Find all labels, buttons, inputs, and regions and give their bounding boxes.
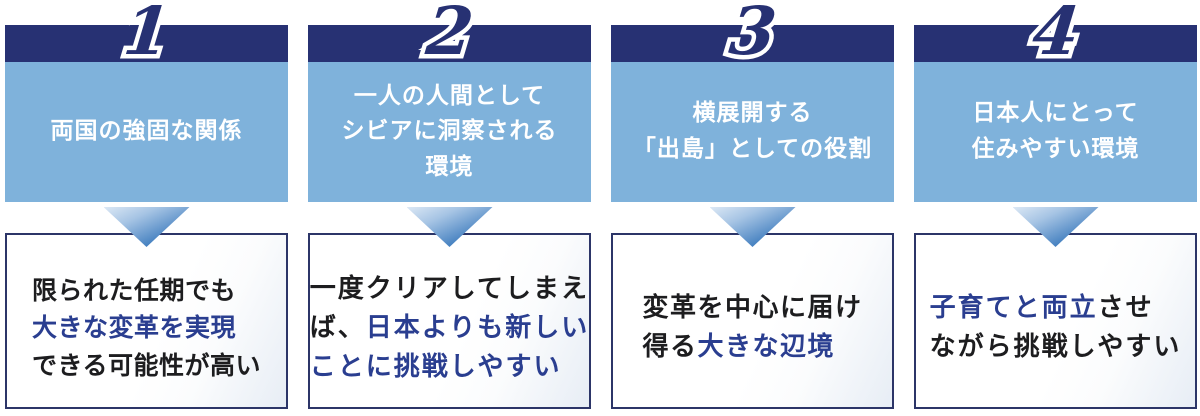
body-text-emphasis: 大きな変革を実現 bbox=[31, 313, 236, 343]
header-line: 横展開する bbox=[692, 100, 813, 127]
body-line: 得る大きな辺境 bbox=[642, 328, 862, 367]
header-line: 両国の強固な関係 bbox=[50, 118, 243, 145]
body-text-emphasis: 大きな辺境 bbox=[697, 332, 836, 362]
body-text: させ bbox=[1097, 293, 1154, 323]
column-body: 一度クリアしてしまえば、日本よりも新しいことに挑戦しやすい bbox=[308, 233, 591, 409]
body-text: 一度クリアしてしまえ bbox=[309, 273, 589, 304]
body-line: ながら挑戦しやすい bbox=[930, 328, 1182, 367]
header-line: 一人の人間として bbox=[353, 82, 546, 109]
column-number: 3 bbox=[725, 0, 779, 70]
header-line: 「出島」としての役割 bbox=[632, 136, 873, 162]
column-header: 一人の人間としてシビアに洞察される環境 bbox=[308, 62, 591, 202]
column-body: 限られた任期でも大きな変革を実現できる可能性が高い bbox=[5, 233, 288, 409]
column-header: 日本人にとって住みやすい環境 bbox=[914, 62, 1197, 202]
body-text: 限られた任期でも bbox=[31, 275, 236, 305]
column-body: 子育てと両立させながら挑戦しやすい bbox=[914, 233, 1197, 409]
body-line: 変革を中心に届け bbox=[642, 289, 862, 328]
body-text-emphasis: 子育てと両立 bbox=[929, 293, 1098, 323]
column-header: 両国の強固な関係 bbox=[5, 62, 288, 202]
body-text-block: 限られた任期でも大きな変革を実現できる可能性が高い bbox=[32, 272, 261, 385]
body-line: 限られた任期でも bbox=[32, 272, 261, 310]
body-line: 子育てと両立させ bbox=[930, 289, 1182, 328]
body-line: ば、日本よりも新しい bbox=[310, 309, 590, 348]
body-text-block: 子育てと両立させながら挑戦しやすい bbox=[930, 289, 1182, 367]
body-line: 一度クリアしてしまえ bbox=[310, 270, 590, 309]
header-line: 日本人にとって bbox=[972, 100, 1139, 127]
header-line: シビアに洞察される bbox=[341, 118, 558, 145]
column-number: 4 bbox=[1028, 0, 1082, 70]
body-text-block: 一度クリアしてしまえば、日本よりも新しいことに挑戦しやすい bbox=[310, 270, 590, 387]
body-text: ながら挑戦しやすい bbox=[929, 332, 1182, 362]
header-line: 住みやすい環境 bbox=[971, 136, 1140, 162]
body-text: できる可能性が高い bbox=[31, 350, 261, 380]
body-line: ことに挑戦しやすい bbox=[310, 348, 590, 387]
body-text: 得る bbox=[642, 332, 698, 362]
column-number: 2 bbox=[422, 0, 476, 70]
column-header: 横展開する「出島」としての役割 bbox=[611, 62, 894, 202]
header-line: 環境 bbox=[425, 153, 474, 180]
body-text: ば、 bbox=[309, 312, 366, 343]
body-line: できる可能性が高い bbox=[32, 347, 261, 385]
body-text: 変革を中心に届け bbox=[642, 293, 863, 323]
column-number: 1 bbox=[119, 0, 173, 70]
body-text-emphasis: 日本よりも新しい bbox=[365, 312, 590, 343]
column-body: 変革を中心に届け得る大きな辺境 bbox=[611, 233, 894, 409]
body-line: 大きな変革を実現 bbox=[32, 309, 261, 347]
body-text-block: 変革を中心に届け得る大きな辺境 bbox=[642, 289, 862, 367]
body-text-emphasis: ことに挑戦しやすい bbox=[309, 351, 562, 382]
